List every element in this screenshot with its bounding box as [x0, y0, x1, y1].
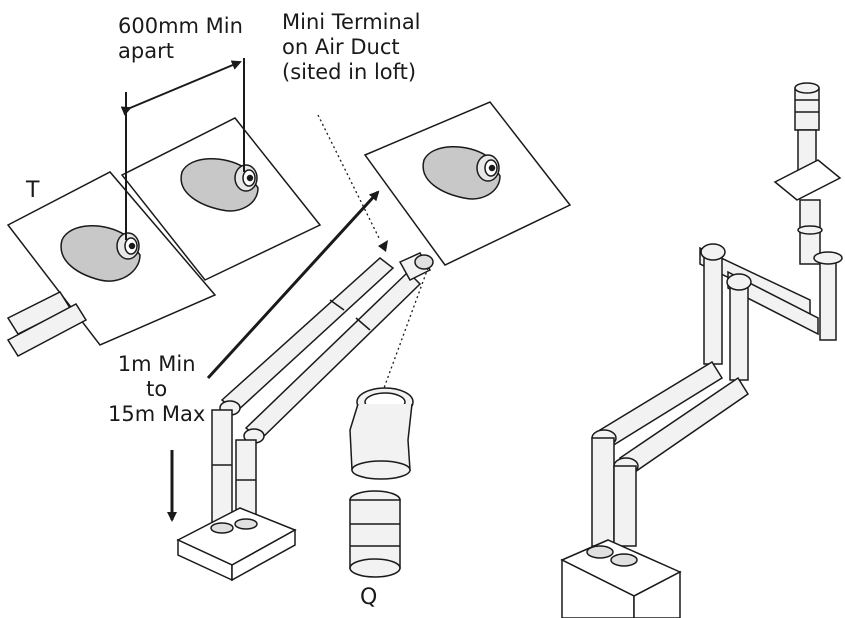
terminal-label: Mini Terminal on Air Duct (sited in loft…	[282, 10, 421, 84]
terminal-right	[422, 145, 501, 200]
pipes-left-stub	[6, 291, 88, 357]
flue-pipes-main	[211, 257, 422, 523]
flue-pipes-right	[560, 82, 843, 618]
length-label: 1m Min to 15m Max	[108, 352, 206, 426]
marker-t: T	[26, 178, 40, 203]
bend-component	[349, 387, 414, 480]
terminal-leader	[317, 114, 381, 241]
spacing-dimension	[120, 58, 245, 240]
coupler-component	[349, 490, 401, 578]
component-leader	[383, 267, 429, 389]
spacing-label: 600mm Min apart	[118, 14, 243, 63]
boiler-base	[176, 507, 297, 582]
terminal-center	[180, 157, 259, 212]
marker-q: Q	[360, 585, 378, 610]
length-arrow	[206, 190, 380, 380]
terminal-leader-arrowhead	[378, 240, 388, 252]
mini-terminal-head	[398, 252, 434, 281]
terminal-left	[60, 225, 141, 282]
